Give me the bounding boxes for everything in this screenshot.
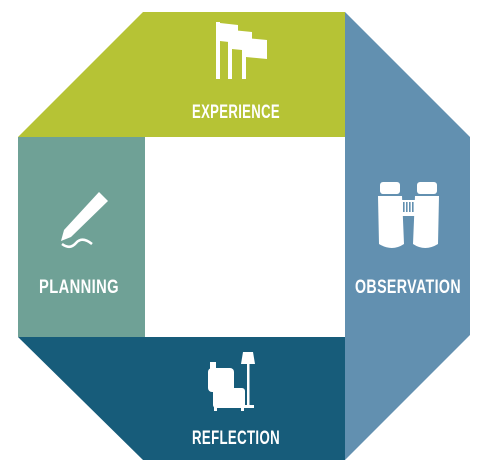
center-square bbox=[145, 137, 345, 337]
segment-observation-shape bbox=[345, 12, 470, 460]
segment-planning-shape bbox=[18, 137, 145, 337]
segment-reflection-shape bbox=[18, 337, 345, 460]
binoculars-icon bbox=[378, 182, 439, 248]
segment-observation: OBSERVATION bbox=[345, 12, 470, 460]
segment-experience-shape bbox=[18, 12, 345, 137]
segment-planning-label: PLANNING bbox=[39, 277, 119, 298]
segment-reflection: REFLECTION bbox=[18, 337, 345, 460]
pencil-icon bbox=[61, 192, 108, 248]
segment-planning: PLANNING bbox=[18, 137, 145, 337]
flags-icon bbox=[216, 22, 267, 79]
armchair-lamp-icon bbox=[208, 352, 255, 411]
segment-experience-label: EXPERIENCE bbox=[192, 102, 280, 123]
segment-experience: EXPERIENCE bbox=[18, 12, 345, 137]
segment-observation-label: OBSERVATION bbox=[355, 277, 461, 298]
segment-reflection-label: REFLECTION bbox=[192, 428, 280, 449]
